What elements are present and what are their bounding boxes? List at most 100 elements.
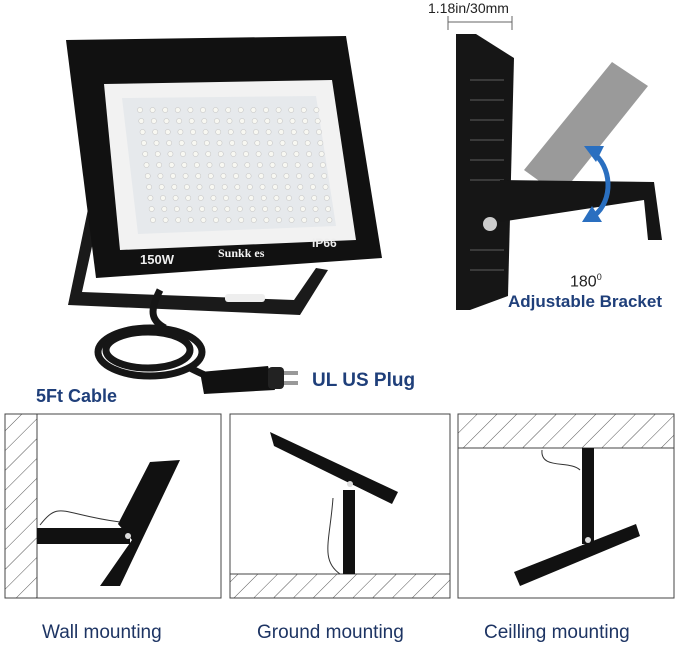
led-dot (205, 151, 212, 157)
led-dot (260, 195, 267, 201)
led-dot (238, 217, 245, 223)
led-dot (187, 217, 194, 223)
brand-logo: Sunkk es (218, 246, 265, 260)
led-dot (185, 195, 192, 201)
ceiling-mount-caption: Ceilling mounting (484, 622, 630, 643)
rotation-value: 180 (570, 273, 597, 291)
led-dot (206, 162, 213, 168)
bracket-callout: Adjustable Bracket (508, 292, 662, 311)
led-dot (178, 140, 185, 146)
led-dot (325, 206, 331, 212)
led-dot (294, 162, 301, 168)
led-dot (256, 162, 263, 168)
led-dot (239, 118, 245, 124)
led-dot (312, 206, 319, 212)
led-dot (167, 151, 174, 157)
led-dot (287, 206, 294, 212)
led-dot (139, 129, 146, 135)
led-dot (216, 140, 223, 146)
led-dot (143, 162, 150, 168)
led-dot (276, 118, 283, 124)
led-dot (236, 206, 243, 212)
led-dot (197, 195, 204, 201)
led-dot (180, 151, 186, 157)
led-dot (245, 173, 252, 179)
led-dot (322, 184, 329, 190)
led-dot (292, 140, 298, 146)
led-dot (209, 184, 215, 190)
led-dot (300, 107, 307, 113)
led-dot (258, 173, 265, 179)
led-dot (264, 118, 271, 124)
led-dot (290, 129, 297, 135)
led-dot (176, 118, 182, 124)
led-dot (299, 206, 306, 212)
led-dot (313, 217, 320, 223)
led-dot (250, 217, 257, 223)
led-dot (213, 217, 219, 223)
led-dot (158, 184, 165, 190)
led-dot (138, 118, 145, 124)
led-dot (259, 184, 266, 190)
ground-mount-diagram (229, 413, 451, 599)
led-dot (187, 107, 194, 113)
led-dot (219, 162, 225, 168)
led-dot (288, 107, 295, 113)
led-dot (286, 195, 292, 201)
led-dot (161, 206, 168, 212)
led-dot (316, 129, 322, 135)
led-dot (273, 195, 280, 201)
led-dot (246, 184, 253, 190)
led-dot (226, 118, 233, 124)
led-dot (200, 217, 207, 223)
led-dot (140, 140, 147, 146)
led-dot (201, 118, 208, 124)
led-dot (262, 206, 268, 212)
led-dot (177, 129, 184, 135)
led-dot (265, 129, 272, 135)
led-dot (255, 151, 262, 157)
led-dot (211, 206, 218, 212)
led-dot (170, 173, 176, 179)
plug-callout: UL US Plug (312, 370, 416, 391)
led-dot (263, 217, 270, 223)
led-dot (225, 217, 232, 223)
led-dot (213, 118, 220, 124)
led-dot (164, 129, 171, 135)
led-dot (195, 173, 202, 179)
stand-slot (225, 294, 265, 302)
led-dot (303, 129, 310, 135)
led-dot (175, 217, 182, 223)
led-dot (321, 173, 328, 179)
led-dot (171, 184, 178, 190)
led-dot (284, 184, 291, 190)
led-dot (166, 140, 172, 146)
led-dot (162, 217, 169, 223)
led-dot (309, 184, 316, 190)
led-dot (150, 217, 156, 223)
led-dot (298, 195, 305, 201)
led-dot (217, 151, 224, 157)
led-dot (297, 184, 304, 190)
led-dot (243, 151, 249, 157)
led-dot (223, 195, 229, 201)
depth-dimension: 1.18in/30mm (428, 0, 509, 16)
led-dot (150, 118, 157, 124)
led-dot (235, 195, 242, 201)
led-dot (307, 162, 314, 168)
led-dot (191, 140, 198, 146)
bracket-arm (500, 180, 662, 240)
led-dot (234, 184, 241, 190)
led-dot (160, 195, 166, 201)
led-dot (270, 173, 277, 179)
led-dot (142, 151, 149, 157)
led-dot (278, 129, 285, 135)
led-dot (317, 140, 324, 146)
led-dot (248, 195, 255, 201)
led-dot (203, 140, 210, 146)
led-dot (250, 107, 257, 113)
led-dot (283, 173, 290, 179)
